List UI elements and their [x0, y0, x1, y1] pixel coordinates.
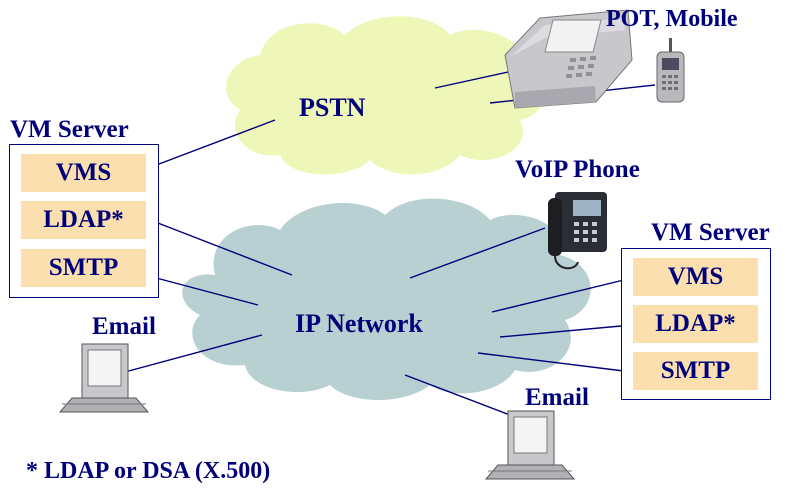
- line-ip-vms: [491, 277, 633, 313]
- line-ldap-ip: [144, 217, 293, 276]
- mobile-phone-icon: [656, 38, 685, 103]
- right-ldap-cell: LDAP*: [633, 305, 758, 343]
- pstn-cloud: [226, 16, 545, 175]
- pstn-label: PSTN: [299, 93, 366, 122]
- right-server-title: VM Server: [651, 219, 770, 246]
- line-ip-smtp: [477, 352, 633, 373]
- ip-network-label: IP Network: [295, 309, 423, 338]
- left-vm-server-box: VMS LDAP* SMTP: [9, 144, 159, 298]
- left-vms-cell: VMS: [21, 154, 146, 192]
- pot-mobile-label: POT, Mobile: [606, 6, 738, 32]
- right-vms-cell: VMS: [633, 258, 758, 296]
- voip-phone-icon: [548, 192, 607, 270]
- voip-phone-label: VoIP Phone: [515, 156, 640, 183]
- line-ip-email: [404, 374, 511, 416]
- right-vm-server-box: VMS LDAP* SMTP: [621, 248, 771, 400]
- connector-lines: [124, 64, 656, 416]
- ip-network-cloud: [182, 198, 591, 400]
- line-smtp-ip: [144, 274, 259, 306]
- computer-icon: [484, 410, 576, 480]
- computer-icon: [58, 343, 150, 413]
- right-smtp-cell: SMTP: [633, 352, 758, 390]
- line-ip-voip: [409, 227, 546, 279]
- left-ldap-cell: LDAP*: [21, 201, 146, 239]
- email-label-bottom: Email: [525, 384, 589, 411]
- footnote: * LDAP or DSA (X.500): [26, 458, 271, 484]
- email-label-left: Email: [92, 313, 156, 340]
- left-smtp-cell: SMTP: [21, 249, 146, 287]
- line-email-ip: [124, 334, 263, 373]
- left-server-title: VM Server: [10, 116, 129, 143]
- line-ip-ldap: [499, 324, 633, 338]
- desk-phone-icon: [504, 9, 633, 109]
